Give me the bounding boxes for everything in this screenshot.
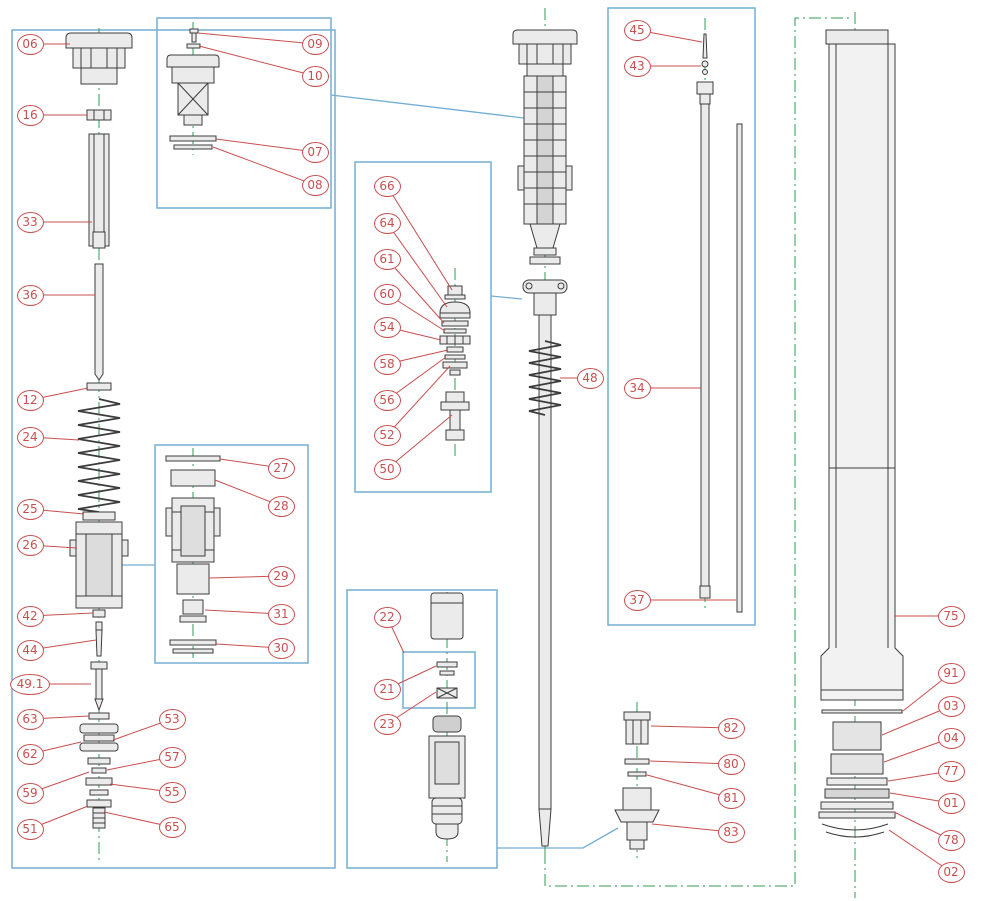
part-spring-seat-25 <box>82 511 116 521</box>
cap-detail-box <box>156 17 332 209</box>
cartridge-detail-box <box>154 444 309 664</box>
part-lock-nut-16 <box>86 109 112 121</box>
part-cap-detail-assembly <box>166 28 220 150</box>
part-strip-37 <box>736 123 743 613</box>
group-boxes <box>11 7 756 869</box>
part-seal-stack <box>818 709 903 838</box>
part-pushrod-34 <box>696 81 714 599</box>
part-compression-valve-stack <box>439 285 471 441</box>
part-needle-45-43 <box>701 33 709 75</box>
part-preload-tube-33 <box>88 133 110 249</box>
blue-connector-lines <box>122 94 619 849</box>
part-outer-tube-75 <box>820 29 904 701</box>
base-valve-box <box>346 589 498 869</box>
part-rebound-adjuster-group <box>614 711 660 850</box>
shim-sub-box <box>402 651 476 709</box>
part-cylinder-26 <box>69 521 129 609</box>
part-cartridge-detail <box>165 455 221 654</box>
valve-stack-box <box>354 161 492 493</box>
left-assembly-box <box>11 29 336 869</box>
pushrod-box <box>607 7 756 626</box>
part-lower-washer-stack <box>79 712 119 829</box>
part-base-valve-assembly <box>428 592 466 840</box>
part-spring-48 <box>528 340 562 416</box>
part-rod-36 <box>94 263 104 381</box>
part-washer-12 <box>86 382 112 391</box>
part-fork-cap-top-left <box>65 32 133 85</box>
part-needle-rod-49 <box>90 661 108 712</box>
part-fittings-42-44 <box>92 609 106 657</box>
part-damper-cartridge <box>512 29 578 847</box>
part-spring-24 <box>77 398 121 513</box>
